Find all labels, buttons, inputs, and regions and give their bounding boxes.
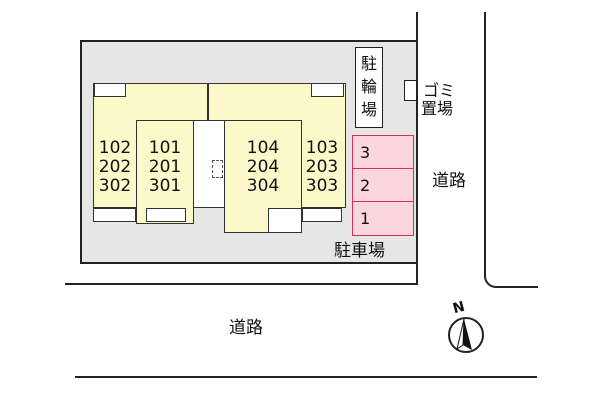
balcony-notch [268,208,302,233]
room-number: 303 [305,176,339,196]
parking-space-1: 1 [352,201,414,236]
parking-space-3: 3 [352,135,414,170]
unit-column-102: 102 202 302 [95,139,135,196]
room-number: 204 [246,157,280,177]
room-number: 202 [98,157,132,177]
balcony-notch [146,208,186,222]
parking-label: 駐車場 [334,241,385,261]
balcony-notch [311,83,344,97]
unit-column-104: 104 204 304 [243,139,283,196]
room-number: 304 [246,176,280,196]
room-number: 302 [98,176,132,196]
unit-column-103: 103 203 303 [302,139,342,196]
parking-space-2: 2 [352,168,414,203]
road-right-east-edge [484,12,486,277]
building-stair-left [136,120,194,224]
balcony-notch [93,208,136,222]
road-corner-curve [484,276,538,288]
room-number: 102 [98,138,132,158]
road-label-bottom: 道路 [229,318,263,338]
corridor-marker [212,160,223,178]
road-edge-lower [75,376,537,378]
room-number: 104 [246,138,280,158]
room-number: 101 [148,138,182,158]
garbage-label-line2: 置場 [421,99,454,118]
room-number: 301 [148,176,182,196]
bicycle-parking-char: 場 [360,100,377,119]
bicycle-parking-char: 輪 [360,77,377,96]
road-edge-upper [65,283,418,285]
parking-space-number: 3 [360,143,371,162]
room-number: 201 [148,157,182,177]
compass-icon [448,317,484,353]
balcony-notch [302,208,342,222]
garbage-box [404,80,417,101]
bicycle-parking: 駐 輪 場 [355,47,383,128]
building-corridor [194,120,224,208]
garbage-label: ゴミ [423,81,456,100]
bicycle-parking-char: 駐 [360,54,377,73]
parking-space-number: 2 [360,176,371,195]
road-label-right: 道路 [432,171,466,191]
balcony-notch [94,83,126,97]
room-number: 103 [305,138,339,158]
room-number: 203 [305,157,339,177]
unit-column-101: 101 201 301 [145,139,185,196]
parking-space-number: 1 [360,209,371,228]
